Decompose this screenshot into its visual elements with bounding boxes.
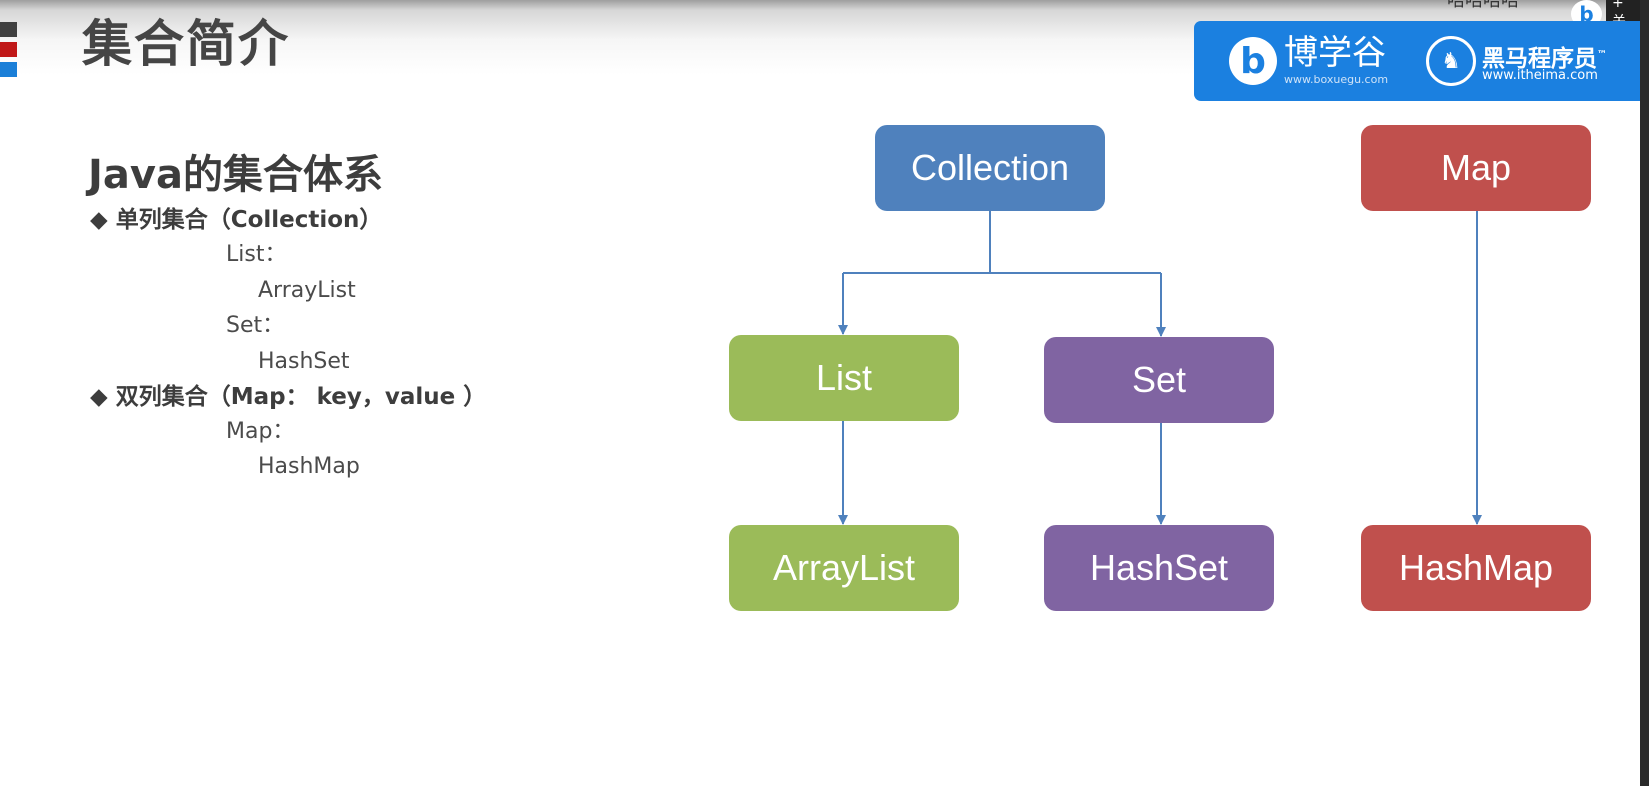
node-arraylist: ArrayList	[729, 525, 959, 611]
heima-url: www.itheima.com	[1482, 68, 1598, 83]
node-map: Map	[1361, 125, 1591, 211]
list-label: List：	[226, 242, 287, 267]
set-label: Set：	[226, 313, 285, 338]
deco-square-blue	[0, 62, 17, 77]
heima-name: 黑马程序员™	[1482, 46, 1607, 72]
bullet-double-column: ◆ 双列集合（Map： key，value ）	[90, 384, 487, 410]
overlay-partial-text: 唔唔唔唔	[1447, 0, 1519, 11]
deco-square-dark	[0, 22, 17, 37]
arraylist-label: ArrayList	[258, 278, 356, 303]
node-collection: Collection	[875, 125, 1105, 211]
boxuegu-name: 博学谷	[1284, 33, 1386, 73]
map-label: Map：	[226, 419, 295, 444]
section-heading: Java的集合体系	[88, 152, 383, 198]
deco-square-red	[0, 42, 17, 57]
node-set: Set	[1044, 337, 1274, 423]
node-hashset: HashSet	[1044, 525, 1274, 611]
boxuegu-logo-icon: b	[1229, 37, 1277, 85]
hashmap-label: HashMap	[258, 454, 360, 479]
hashset-label: HashSet	[258, 349, 350, 374]
slide-title: 集合简介	[82, 15, 290, 73]
window-edge	[1640, 0, 1649, 786]
heima-logo-icon: ♞	[1426, 36, 1476, 86]
node-list: List	[729, 335, 959, 421]
brand-banner: b 博学谷 www.boxuegu.com ♞ 黑马程序员™ www.ithei…	[1194, 21, 1640, 101]
boxuegu-url: www.boxuegu.com	[1284, 73, 1389, 86]
node-hashmap: HashMap	[1361, 525, 1591, 611]
bullet-single-column: ◆ 单列集合（Collection）	[90, 207, 383, 233]
